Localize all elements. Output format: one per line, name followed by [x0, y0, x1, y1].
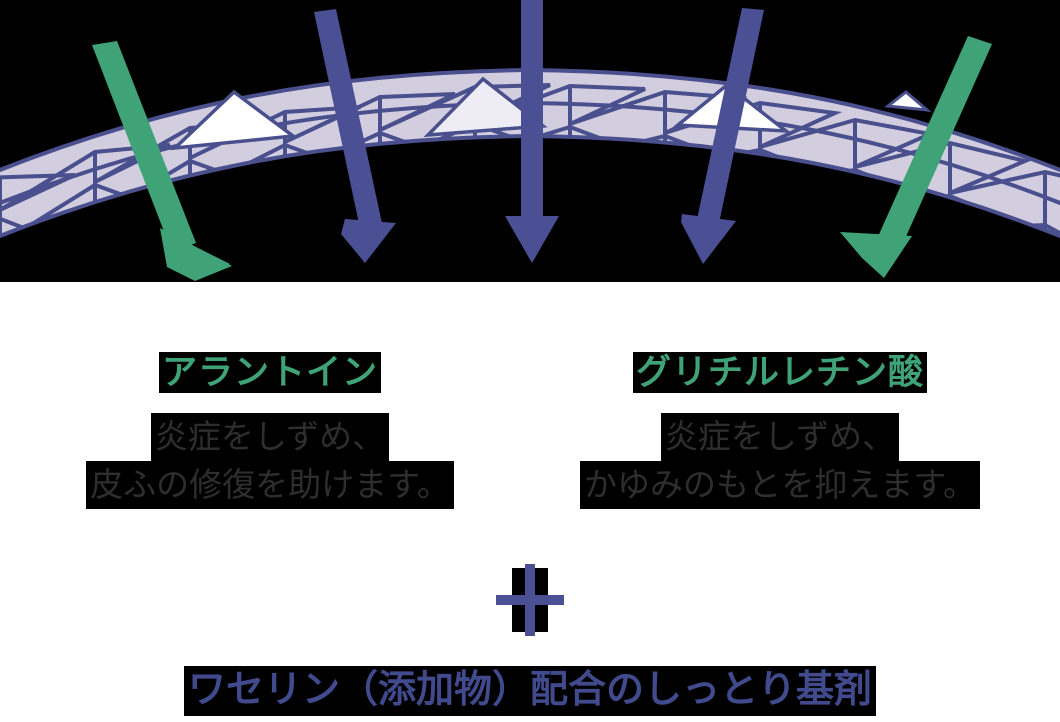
plus-horizontal-bar: [496, 595, 564, 605]
spike-4: [884, 90, 932, 112]
ingredient-block-glycyrrhetinic-acid: グリチルレチン酸 炎症をしずめ、 かゆみのもとを抑えます。: [540, 352, 1020, 509]
arrow-green-left: [92, 41, 232, 281]
spike-1: [170, 89, 298, 151]
ingredient-name: グリチルレチン酸: [632, 352, 927, 394]
ingredient-description-line: 皮ふの修復を助けます。: [86, 461, 454, 509]
skin-barrier-illustration: [0, 0, 1060, 282]
arrow-green-right: [840, 36, 992, 278]
penetrating-arrows: [92, 0, 992, 281]
ingredient-description-line: かゆみのもとを抑えます。: [579, 461, 981, 509]
plus-sign-icon: [496, 564, 564, 636]
spike-2: [423, 76, 548, 138]
arrow-navy-center: [505, 0, 559, 263]
base-formula-row: ワセリン（添加物）配合のしっとり基剤: [0, 666, 1060, 716]
arrow-navy-1: [314, 9, 396, 263]
base-formula-text: ワセリン（添加物）配合のしっとり基剤: [183, 666, 876, 716]
illustration-svg: [0, 0, 1060, 281]
ingredient-description: 炎症をしずめ、 かゆみのもとを抑えます。: [540, 413, 1020, 509]
arrow-navy-2: [681, 8, 764, 264]
ingredient-description-line: 炎症をしずめ、: [660, 413, 900, 462]
plus-sign-row: [0, 564, 1060, 637]
ingredient-name: アラントイン: [158, 352, 381, 394]
ingredient-block-allantoin: アラントイン 炎症をしずめ、 皮ふの修復を助けます。: [30, 352, 510, 509]
ingredient-description-line: 炎症をしずめ、: [150, 413, 390, 462]
ingredient-description: 炎症をしずめ、 皮ふの修復を助けます。: [30, 413, 510, 509]
